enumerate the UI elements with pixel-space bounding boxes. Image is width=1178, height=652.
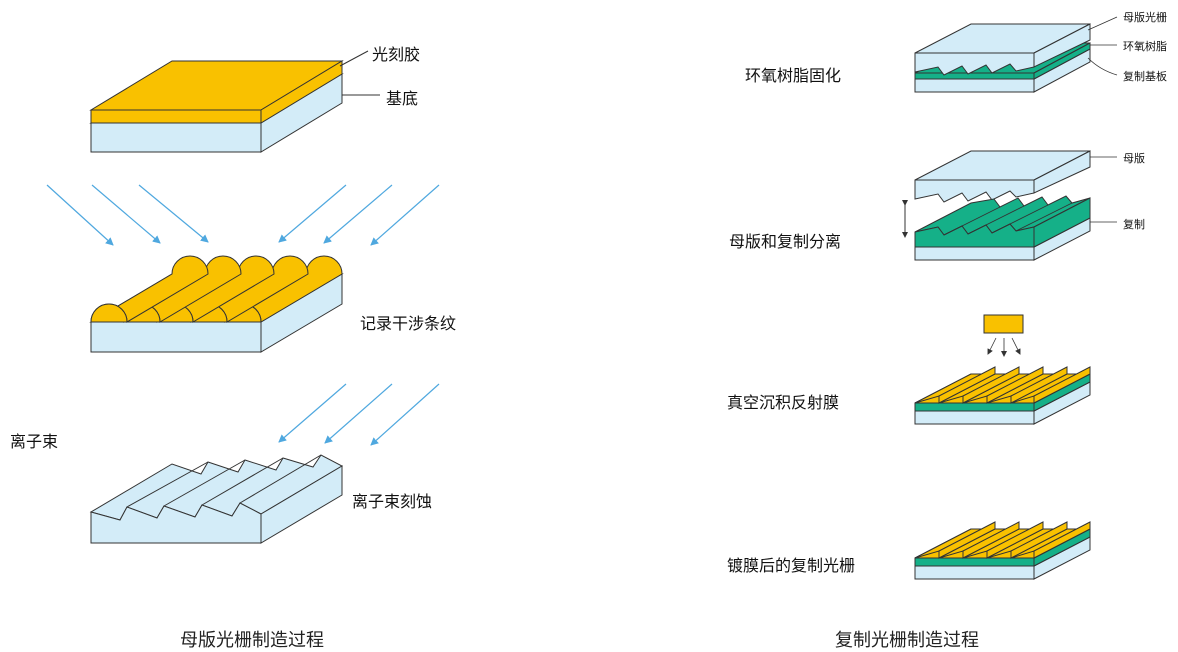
etched-master-slab	[89, 454, 344, 544]
ion-etch-label: 离子束刻蚀	[352, 492, 433, 511]
master-grating-part: 母版光栅	[1123, 11, 1167, 24]
replica-caption: 复制光栅制造过程	[835, 630, 979, 651]
coated-replica-deposition	[914, 366, 1091, 425]
epoxy-curing-stack	[914, 23, 1091, 93]
finished-replica-grating	[914, 521, 1091, 580]
epoxy-part-leaders	[1087, 16, 1118, 76]
master-caption: 母版光栅制造过程	[180, 630, 324, 651]
replica-part: 复制	[1123, 218, 1145, 231]
photoresist-leader	[339, 50, 369, 67]
separated-replica	[914, 195, 1091, 261]
master-part: 母版	[1123, 152, 1145, 165]
evaporation-source	[983, 314, 1024, 334]
photoresist-label: 光刻胶	[372, 45, 421, 64]
interference-fringe-slab	[89, 255, 344, 353]
epoxy-part: 环氧树脂	[1123, 40, 1167, 53]
deposition-arrows	[987, 337, 1021, 357]
ion-beam-arrows	[278, 383, 440, 446]
replica-step2-label: 母版和复制分离	[729, 232, 842, 251]
ion-beam-label: 离子束	[10, 432, 59, 451]
photoresist-substrate-slab	[89, 60, 344, 153]
substrate-label: 基底	[386, 89, 419, 108]
separated-master	[914, 150, 1091, 203]
replica-step1-label: 环氧树脂固化	[745, 66, 842, 85]
replica-step3-label: 真空沉积反射膜	[727, 393, 840, 412]
light-arrows-upper	[46, 184, 440, 246]
replica-substrate-part: 复制基板	[1123, 70, 1167, 83]
replica-step4-label: 镀膜后的复制光栅	[727, 556, 856, 575]
interference-label: 记录干涉条纹	[360, 314, 457, 333]
